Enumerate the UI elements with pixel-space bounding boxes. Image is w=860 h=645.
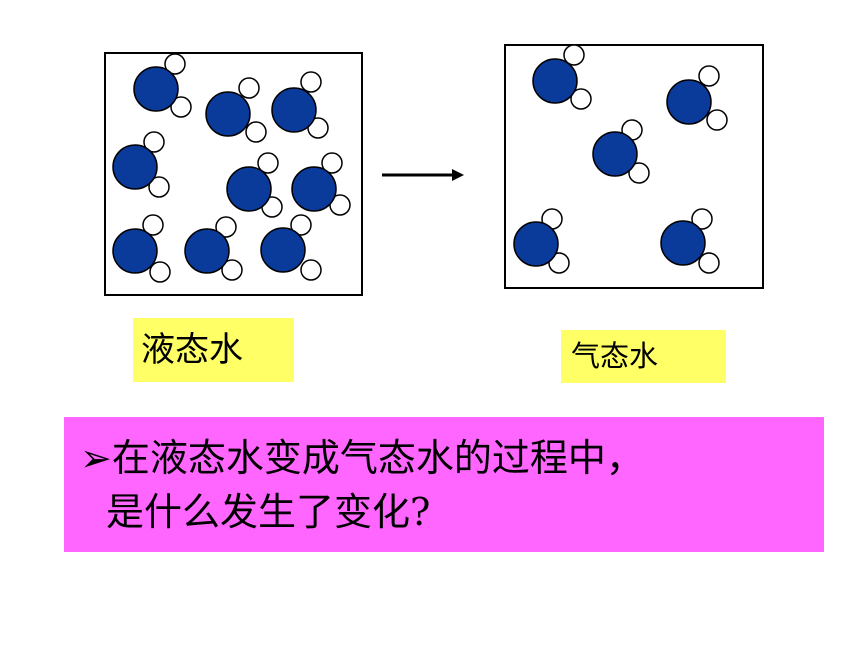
gas-molecules — [513, 44, 728, 274]
hydrogen-atom — [238, 77, 260, 99]
hydrogen-atom — [628, 162, 650, 184]
oxygen-atom — [513, 221, 559, 267]
water-molecule-icon — [112, 214, 171, 283]
bullet-arrow-icon: ➢ — [80, 436, 112, 480]
question-text-2: 是什么发生了变化? — [106, 490, 431, 534]
hydrogen-atom — [570, 88, 592, 110]
water-molecule-icon — [184, 216, 243, 281]
oxygen-atom — [666, 79, 712, 125]
right-arrow-icon — [382, 169, 464, 181]
hydrogen-atom — [245, 121, 267, 143]
hydrogen-atom — [143, 131, 165, 153]
question-box: ➢在液态水变成气态水的过程中， 是什么发生了变化? — [64, 417, 824, 552]
hydrogen-atom — [148, 176, 170, 198]
hydrogen-atom — [698, 252, 720, 274]
hydrogen-atom — [300, 71, 322, 93]
oxygen-atom — [133, 66, 179, 112]
hydrogen-atom — [257, 152, 279, 174]
oxygen-atom — [112, 228, 158, 274]
oxygen-atom — [271, 87, 317, 133]
hydrogen-atom — [290, 214, 312, 236]
water-molecule-icon — [592, 119, 650, 184]
oxygen-atom — [660, 220, 706, 266]
oxygen-atom — [226, 166, 272, 212]
oxygen-atom — [532, 58, 578, 104]
water-molecule-icon — [513, 208, 570, 274]
hydrogen-atom — [698, 65, 720, 87]
question-text-1: 在液态水变成气态水的过程中， — [111, 436, 644, 480]
hydrogen-atom — [548, 252, 570, 274]
water-molecule-icon — [133, 53, 192, 118]
hydrogen-atom — [221, 259, 243, 281]
question-line-1: ➢在液态水变成气态水的过程中， — [80, 431, 824, 485]
oxygen-atom — [112, 144, 158, 190]
oxygen-atom — [592, 131, 638, 177]
hydrogen-atom — [321, 152, 343, 174]
liquid-water-panel — [104, 52, 363, 296]
water-molecule-icon — [291, 152, 351, 216]
liquid-water-label: 液态水 — [133, 318, 294, 382]
water-molecule-icon — [205, 77, 267, 143]
oxygen-atom — [184, 228, 230, 274]
hydrogen-atom — [149, 261, 171, 283]
hydrogen-atom — [215, 216, 237, 238]
water-molecule-icon — [260, 214, 322, 281]
oxygen-atom — [260, 227, 306, 273]
water-molecule-icon — [532, 44, 592, 110]
oxygen-atom — [205, 91, 251, 137]
hydrogen-atom — [563, 44, 585, 66]
gas-water-panel — [504, 44, 764, 289]
hydrogen-atom — [706, 109, 728, 131]
water-molecule-icon — [666, 65, 728, 131]
hydrogen-atom — [170, 96, 192, 118]
hydrogen-atom — [142, 214, 164, 236]
hydrogen-atom — [164, 53, 186, 75]
water-molecule-icon — [660, 208, 720, 274]
water-molecule-icon — [226, 152, 283, 218]
liquid-molecules — [112, 53, 351, 283]
gas-water-label: 气态水 — [561, 330, 726, 383]
water-molecule-icon — [112, 131, 170, 198]
oxygen-atom — [291, 166, 337, 212]
hydrogen-atom — [300, 259, 322, 281]
water-molecule-icon — [271, 71, 329, 139]
hydrogen-atom — [691, 208, 713, 230]
hydrogen-atom — [307, 117, 329, 139]
